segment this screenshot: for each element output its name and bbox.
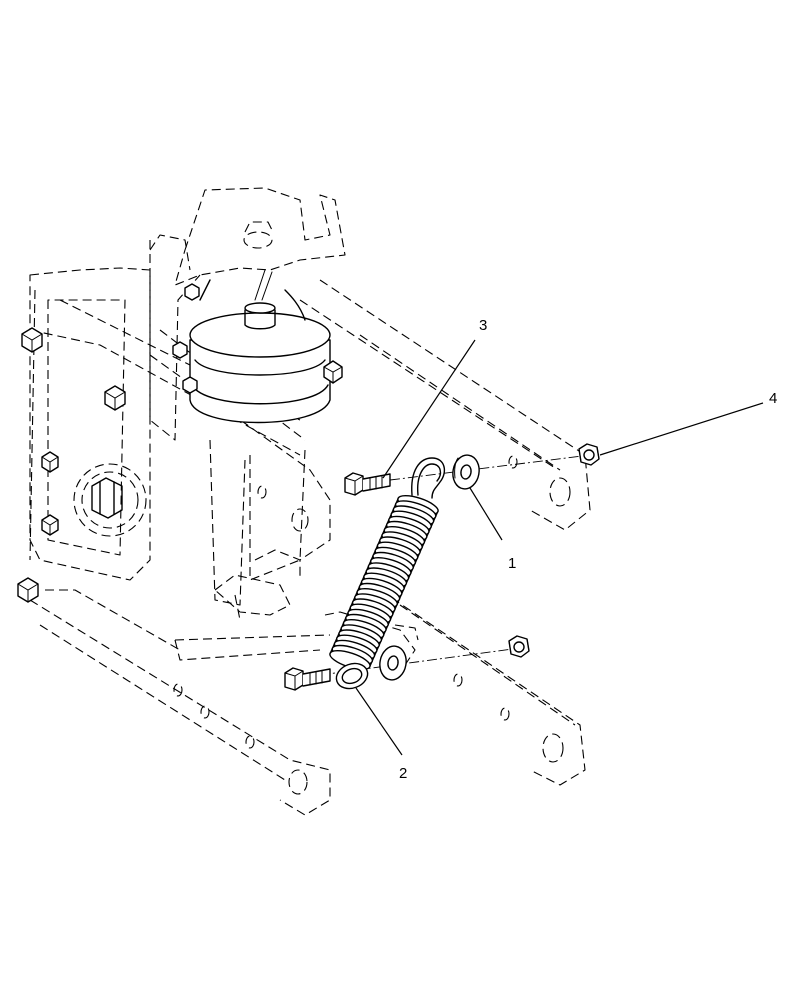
lower-center-line [319, 647, 521, 676]
callout-label-3: 3 [479, 317, 487, 334]
lower-bolt [284, 667, 331, 691]
hex-bolt-icon [21, 327, 43, 353]
hex-bolt-icon [104, 385, 126, 411]
lower-lock-nut [508, 635, 530, 658]
hex-bolt-icon [172, 341, 188, 359]
callout-label-2: 2 [399, 765, 407, 782]
leader-line-4 [599, 402, 764, 456]
hex-bolt-icon [184, 283, 200, 301]
upper-center-line [389, 454, 591, 481]
leader-line-3 [382, 339, 476, 479]
background-assembly [29, 187, 591, 816]
callout-label-4: 4 [769, 390, 777, 407]
frame-bolts [17, 283, 343, 603]
hex-bolt-icon [41, 451, 59, 473]
hex-bolt-icon [17, 577, 39, 603]
extension-spring [329, 457, 446, 690]
upper-washer [452, 454, 480, 490]
upper-lock-nut [578, 443, 600, 466]
hex-bolt-icon [182, 376, 198, 394]
lower-washer [379, 645, 407, 681]
leader-line-2 [355, 687, 403, 756]
upper-bolt [344, 472, 391, 496]
cylinder-housing [189, 269, 331, 424]
hex-bolt-icon [323, 360, 343, 384]
callout-label-1: 1 [508, 555, 516, 572]
leader-line-1 [469, 487, 503, 541]
hex-bolt-icon [41, 514, 59, 536]
